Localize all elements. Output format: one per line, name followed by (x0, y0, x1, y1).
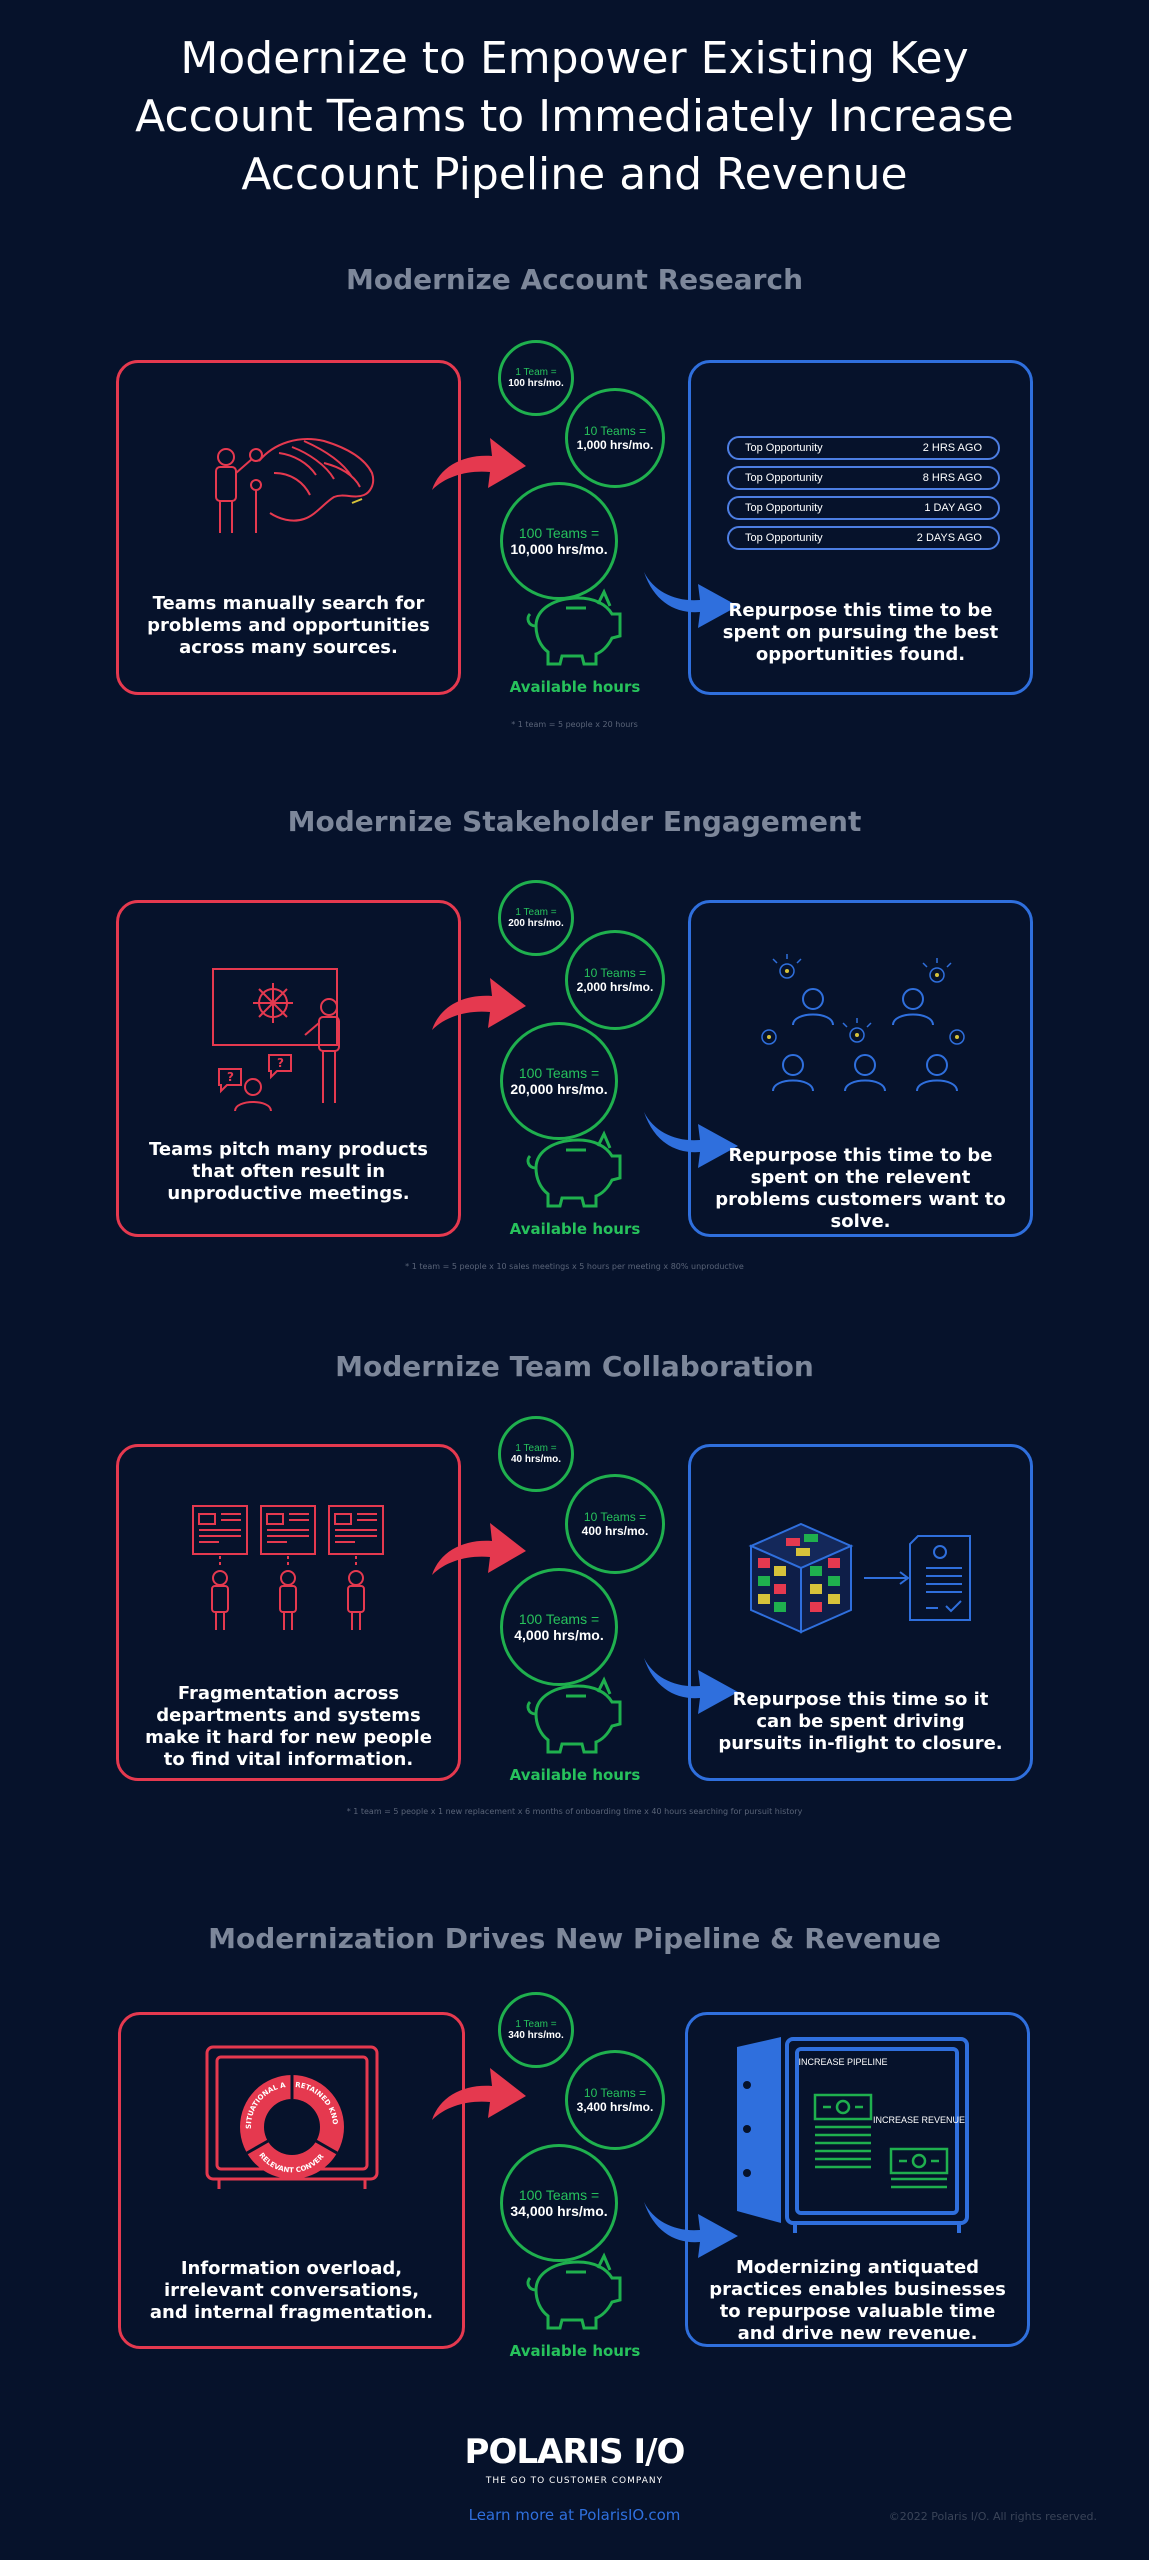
main-title: Modernize to Empower Existing Key Accoun… (135, 33, 1014, 200)
blue-arrow-icon (644, 1112, 738, 1168)
polaris-logo: POLARIS I/O (0, 2432, 1149, 2472)
circle-100-teams: 100 Teams = 10,000 hrs/mo. (500, 482, 618, 600)
open-vault-illustration: INCREASE PIPELINE INCREASE REVENUE (737, 2037, 969, 2233)
red-arrow-icon (432, 2068, 526, 2120)
logo-text: POLARIS I/O (464, 2432, 686, 2472)
problem-card: Teams manually search for problems and o… (116, 360, 461, 695)
red-arrow-icon (432, 1523, 526, 1575)
problem-text: Teams pitch many products that often res… (149, 1139, 428, 1204)
data-cube-document-illustration (748, 1522, 971, 1634)
problem-card: Fragmentation across departments and sys… (116, 1444, 461, 1781)
circle-10-teams: 10 Teams = 2,000 hrs/mo. (565, 930, 665, 1030)
available-hours-label: Available hours (509, 1766, 641, 1784)
problem-card: ? ? Teams pitch many products that often… (116, 900, 461, 1237)
solution-text: Repurpose this time so it can be spent d… (718, 1689, 1003, 1754)
increase-revenue-label: INCREASE REVENUE (873, 2115, 965, 2125)
problem-text: Fragmentation across departments and sys… (145, 1683, 432, 1770)
svg-text:?: ? (227, 1070, 234, 1084)
circle-1-team: 1 Team = 40 hrs/mo. (498, 1416, 574, 1492)
circle-1-team: 1 Team = 200 hrs/mo. (498, 880, 574, 956)
circle-100-teams: 100 Teams = 34,000 hrs/mo. (500, 2144, 618, 2262)
piggy-bank-icon (526, 588, 622, 666)
svg-text:?: ? (277, 1056, 284, 1070)
blue-arrow-icon (644, 2202, 738, 2258)
circle-100-teams: 100 Teams = 20,000 hrs/mo. (500, 1022, 618, 1140)
solution-text: Repurpose this time to be spent on pursu… (722, 600, 999, 665)
red-arrow-icon (432, 438, 526, 490)
section-title: Modernization Drives New Pipeline & Reve… (208, 1922, 941, 1955)
available-hours-label: Available hours (509, 1220, 641, 1238)
footnote: * 1 team = 5 people x 1 new replacement … (346, 1807, 803, 1816)
solution-text: Repurpose this time to be spent on the r… (715, 1145, 1006, 1232)
problem-text: Teams manually search for problems and o… (147, 593, 430, 658)
presentation-illustration: ? ? (212, 968, 340, 1112)
section-title: Modernize Stakeholder Engagement (287, 805, 862, 838)
solution-card: Repurpose this time so it can be spent d… (688, 1444, 1033, 1781)
blue-arrow-icon (644, 1658, 738, 1714)
red-arrow-icon (432, 978, 526, 1030)
increase-pipeline-label: INCREASE PIPELINE (798, 2057, 887, 2067)
copyright-text: ©2022 Polaris I/O. All rights reserved. (888, 2510, 1097, 2523)
circle-10-teams: 10 Teams = 3,400 hrs/mo. (565, 2050, 665, 2150)
footnote: * 1 team = 5 people x 10 sales meetings … (405, 1262, 744, 1271)
solution-card: Repurpose this time to be spent on the r… (688, 900, 1033, 1237)
piggy-bank-icon (526, 1676, 622, 1754)
piggy-bank-icon (526, 1130, 622, 1208)
circle-1-team: 1 Team = 340 hrs/mo. (498, 1992, 574, 2068)
safe-illustration: SITUATIONAL AWARENESS RETAINED KNOWLEDGE… (199, 2043, 379, 2189)
logo-tagline: THE GO TO CUSTOMER COMPANY (485, 2476, 664, 2486)
piggy-bank-icon (526, 2252, 622, 2330)
solution-text: Modernizing antiquated practices enables… (709, 2257, 1006, 2344)
circle-10-teams: 10 Teams = 400 hrs/mo. (565, 1474, 665, 1574)
solution-card: INCREASE PIPELINE INCREASE REVENUE Moder… (685, 2012, 1030, 2347)
learn-more-link[interactable]: Learn more at PolarisIO.com (468, 2506, 681, 2524)
available-hours-label: Available hours (509, 678, 641, 696)
blue-arrow-icon (644, 572, 738, 628)
footnote: * 1 team = 5 people x 20 hours (511, 720, 638, 729)
problem-card: SITUATIONAL AWARENESS RETAINED KNOWLEDGE… (118, 2012, 465, 2349)
circle-100-teams: 100 Teams = 4,000 hrs/mo. (500, 1568, 618, 1686)
ideas-people-illustration (761, 954, 965, 1092)
circle-1-team: 1 Team = 100 hrs/mo. (498, 340, 574, 416)
researcher-illustration (215, 438, 375, 533)
circle-10-teams: 10 Teams = 1,000 hrs/mo. (565, 388, 665, 488)
departments-illustration (192, 1505, 384, 1630)
problem-text: Information overload, irrelevant convers… (149, 2258, 434, 2323)
available-hours-label: Available hours (509, 2342, 641, 2360)
section-title: Modernize Account Research (345, 263, 804, 296)
section-title: Modernize Team Collaboration (335, 1350, 814, 1383)
